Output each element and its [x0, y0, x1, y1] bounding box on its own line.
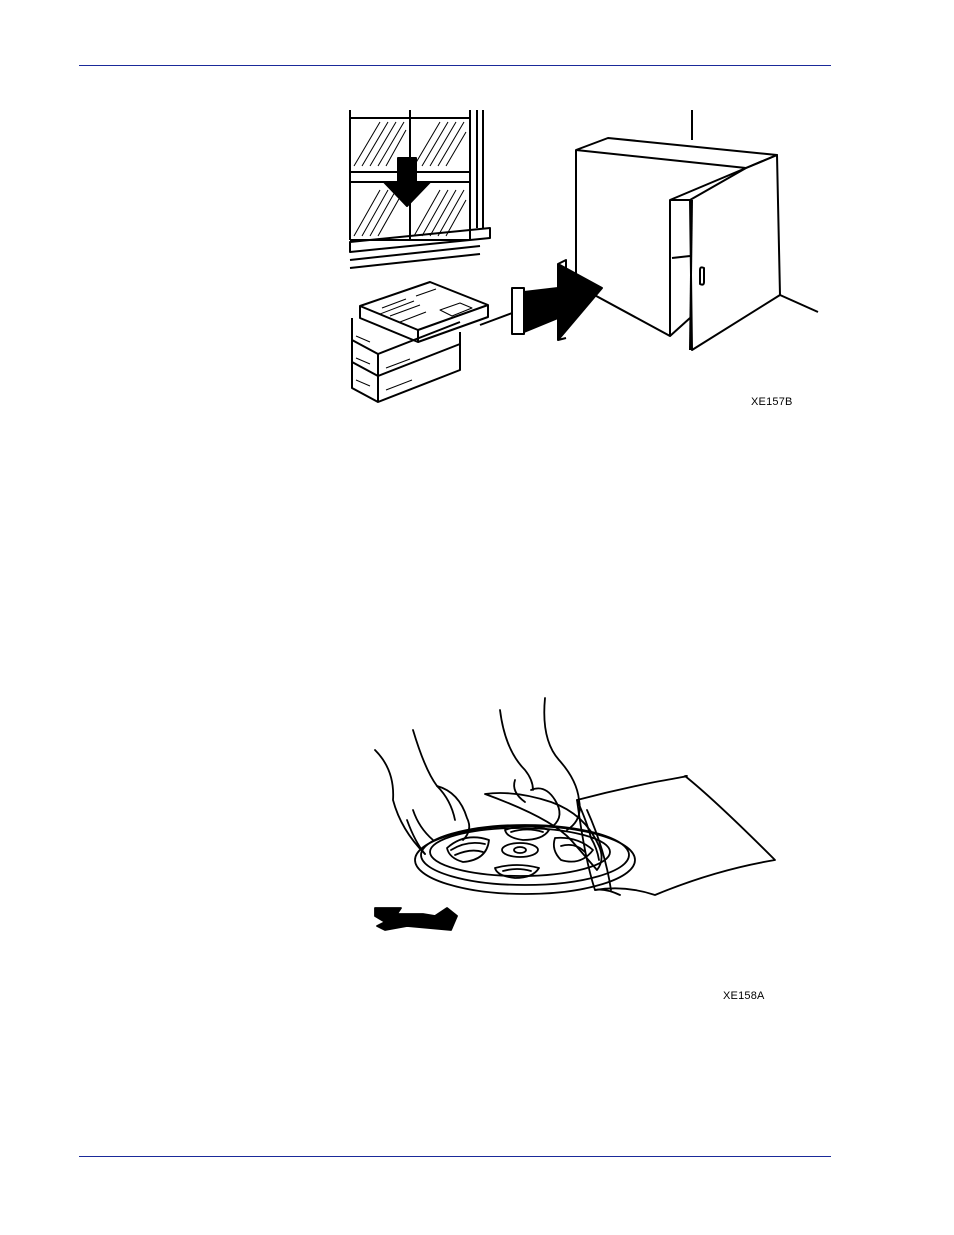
right-arrow-icon — [512, 260, 602, 340]
carton-stack — [352, 282, 488, 402]
reel-illustration — [355, 690, 795, 950]
footer-rule — [79, 1156, 831, 1157]
storage-illustration — [340, 100, 820, 410]
cabinet-illustration — [576, 138, 780, 350]
figure-label: XE157B — [751, 396, 793, 408]
bag-illustration — [577, 776, 775, 895]
header-rule — [79, 65, 831, 66]
figure-label: XE158A — [723, 990, 765, 1002]
right-arrow-icon — [375, 908, 457, 930]
